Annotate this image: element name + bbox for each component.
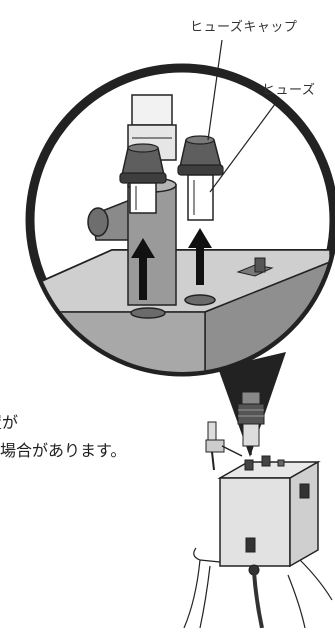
note-line-1: 置が <box>0 409 18 433</box>
fuse-label: ヒューズ <box>262 79 315 98</box>
device-overview <box>184 392 332 628</box>
front-switch <box>246 538 255 552</box>
fuse-top-1 <box>245 460 253 470</box>
power-cord <box>254 572 262 628</box>
top-plug <box>238 392 264 455</box>
fuse-cap-label: ヒューズキャップ <box>190 16 297 35</box>
power-switch <box>300 484 309 498</box>
fuse-hole-left <box>131 308 165 318</box>
note-line-2: 場合があります。 <box>0 437 126 461</box>
device-box-front <box>220 478 290 566</box>
fuse-hole-right <box>185 295 215 305</box>
fuse-top-2 <box>262 456 270 466</box>
magnified-view <box>22 68 334 382</box>
side-hose <box>206 422 242 470</box>
